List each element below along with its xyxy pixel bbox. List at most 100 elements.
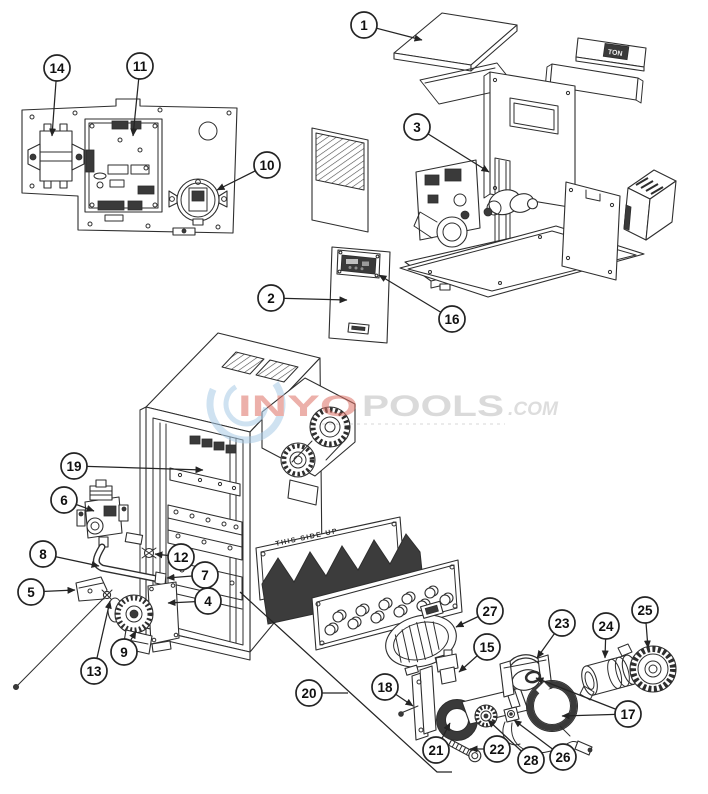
gas-pipe — [92, 543, 167, 586]
callout-bubble — [548, 609, 576, 637]
exhaust-hood — [623, 169, 677, 241]
manifold-assembly — [385, 600, 677, 763]
cabinet-interior — [152, 417, 244, 646]
callout-bubble — [592, 612, 620, 640]
callout-2: 2 — [257, 284, 348, 312]
gas-valve — [76, 479, 129, 548]
round-component — [168, 178, 228, 226]
callout-number: 17 — [620, 707, 635, 722]
bypass-knob — [474, 704, 498, 728]
panel-hole — [198, 121, 218, 141]
callout-number: 21 — [428, 743, 444, 758]
callout-26: 26 — [513, 719, 577, 771]
callout-number: 4 — [204, 594, 212, 609]
callout-number: 12 — [173, 550, 188, 565]
callout-bubble — [517, 746, 545, 774]
pump-motor — [488, 189, 539, 216]
control-panel-assembly — [21, 98, 238, 236]
watermark-brand-right: POOLS — [362, 390, 504, 423]
callout-number: 22 — [489, 742, 504, 757]
louvered-side-panel — [311, 127, 369, 233]
heat-exchanger: THIS SIDE UP — [239, 516, 463, 773]
callout-number: 15 — [479, 640, 495, 655]
callout-number: 23 — [554, 616, 570, 631]
callout-22: 22 — [469, 735, 511, 763]
callout-bubble — [257, 284, 285, 312]
bolt — [448, 739, 482, 763]
right-side-panel — [561, 181, 621, 281]
callout-number: 11 — [133, 59, 148, 74]
callout-number: 26 — [555, 750, 571, 765]
logo-panel: TON — [575, 37, 647, 72]
callout-bubble — [614, 700, 642, 728]
callout-bubble — [403, 113, 431, 141]
callout-bubble — [476, 597, 504, 625]
callout-number: 8 — [39, 547, 47, 562]
callout-number: 1 — [360, 18, 368, 33]
callout-11: 11 — [126, 52, 154, 137]
callout-12: 12 — [154, 543, 195, 571]
brand-badge: TON — [607, 49, 622, 58]
callout-15: 15 — [458, 633, 501, 673]
callout-number: 20 — [301, 686, 316, 701]
callout-13: 13 — [80, 600, 112, 685]
callout-number: 13 — [86, 664, 102, 679]
callout-bubble — [80, 657, 108, 685]
callout-27: 27 — [455, 597, 504, 628]
retainer-ring — [526, 680, 578, 737]
callout-bubble — [43, 54, 71, 82]
callout-7: 7 — [166, 561, 219, 589]
callout-number: 5 — [27, 585, 35, 600]
callout-number: 18 — [377, 680, 393, 695]
cabinet-exploded-view: TON — [311, 12, 677, 344]
callout-number: 27 — [482, 604, 497, 619]
callout-bubble — [17, 578, 45, 606]
callout-bubble — [60, 452, 88, 480]
back-panel — [483, 71, 576, 209]
callout-bubble — [167, 543, 195, 571]
callout-20: 20 — [295, 679, 348, 707]
callout-bubble — [483, 735, 511, 763]
callout-number: 6 — [60, 493, 68, 508]
pilot-orifice — [141, 547, 157, 559]
callout-14: 14 — [43, 54, 71, 137]
callout-number: 7 — [201, 568, 209, 583]
gas-train — [12, 479, 180, 691]
callout-24: 24 — [592, 612, 620, 659]
callout-bubble — [29, 540, 57, 568]
callout-bubble — [253, 151, 281, 179]
callout-16: 16 — [378, 274, 466, 333]
callout-5: 5 — [17, 578, 76, 606]
o-ring — [524, 670, 542, 684]
callout-bubble — [422, 736, 450, 764]
callout-number: 14 — [49, 61, 65, 76]
callout-28: 28 — [487, 719, 545, 774]
control-display — [336, 249, 381, 279]
thermowell — [435, 649, 459, 685]
callout-number: 3 — [413, 120, 421, 135]
transformer — [27, 123, 85, 189]
callout-bubble — [371, 673, 399, 701]
callout-bubble — [438, 305, 466, 333]
callout-bubble — [631, 596, 659, 624]
callout-8: 8 — [29, 540, 100, 568]
callout-9: 9 — [110, 630, 138, 666]
callout-number: 19 — [66, 459, 81, 474]
callout-number: 2 — [267, 291, 275, 306]
front-access-door — [328, 246, 391, 344]
callout-number: 16 — [444, 312, 460, 327]
watermark-suffix: .COM — [508, 399, 559, 420]
coupling-nut — [629, 645, 677, 693]
sensor-fitting — [503, 706, 520, 723]
callout-18: 18 — [371, 673, 414, 707]
watermark: INYO POOLS .COM — [206, 364, 559, 444]
assembly-bracket-line — [239, 591, 452, 773]
callout-number: 10 — [259, 158, 274, 173]
callout-17: 17 — [535, 677, 642, 728]
callout-19: 19 — [60, 452, 204, 480]
callout-bubble — [549, 743, 577, 771]
callout-10: 10 — [216, 151, 281, 191]
callout-bubble — [50, 486, 78, 514]
